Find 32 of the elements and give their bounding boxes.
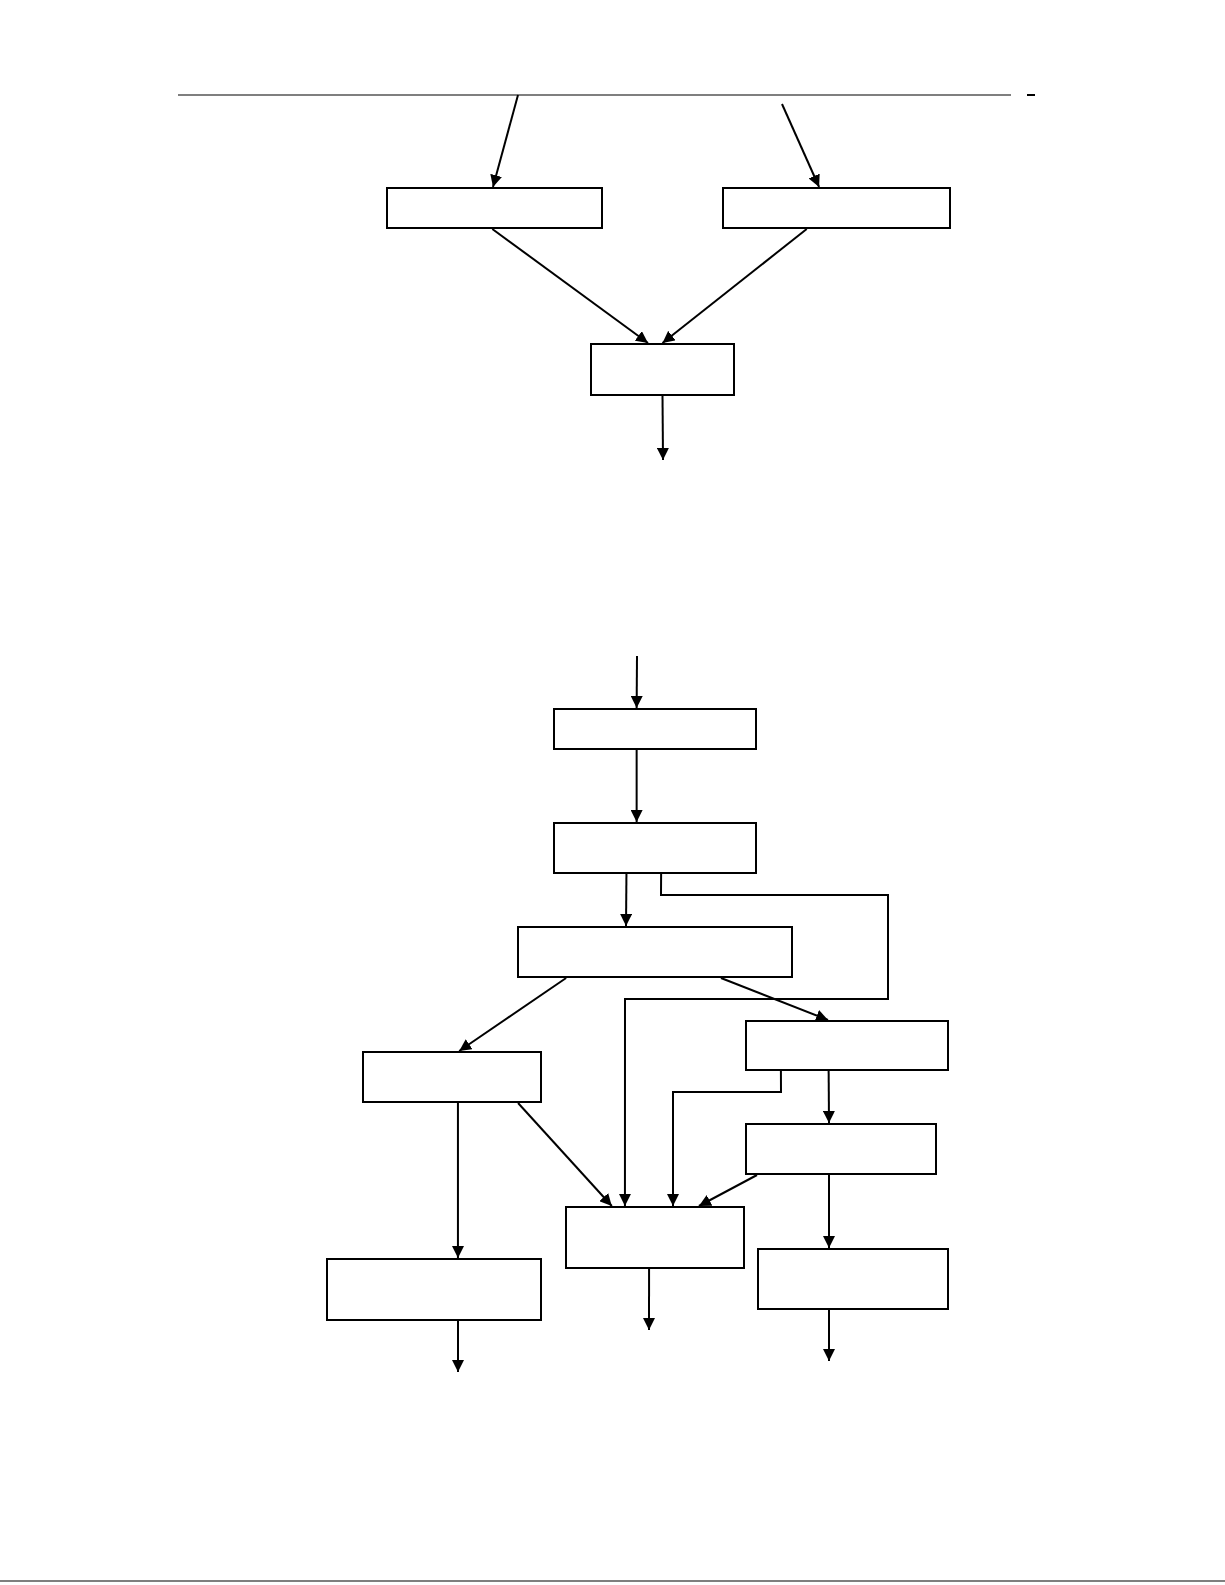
arrow	[643, 1268, 655, 1331]
process-box	[553, 822, 757, 874]
process-box	[517, 926, 793, 978]
process-box	[745, 1123, 937, 1175]
arrow	[697, 1174, 758, 1207]
arrow	[451, 1102, 464, 1259]
arrow	[823, 1309, 835, 1362]
process-box	[590, 343, 735, 396]
process-box	[565, 1206, 745, 1269]
arrow	[517, 1102, 613, 1207]
process-box	[326, 1258, 542, 1321]
arrow	[822, 1070, 835, 1124]
arrow	[661, 228, 808, 344]
arrow	[620, 873, 633, 927]
arrow	[452, 1320, 464, 1373]
arrow	[491, 228, 649, 344]
arrow	[630, 655, 643, 709]
arrow	[667, 1070, 782, 1207]
arrow	[458, 977, 568, 1052]
arrow	[656, 395, 669, 461]
arrow	[618, 873, 889, 1207]
arrow	[781, 103, 821, 188]
arrow	[719, 977, 830, 1022]
process-box	[553, 708, 757, 750]
process-box	[745, 1020, 949, 1071]
process-box	[757, 1248, 949, 1310]
process-box	[722, 187, 951, 229]
arrow	[490, 94, 519, 188]
process-box	[386, 187, 603, 229]
arrow	[823, 1174, 835, 1249]
arrow	[630, 749, 643, 823]
process-box	[362, 1051, 542, 1103]
